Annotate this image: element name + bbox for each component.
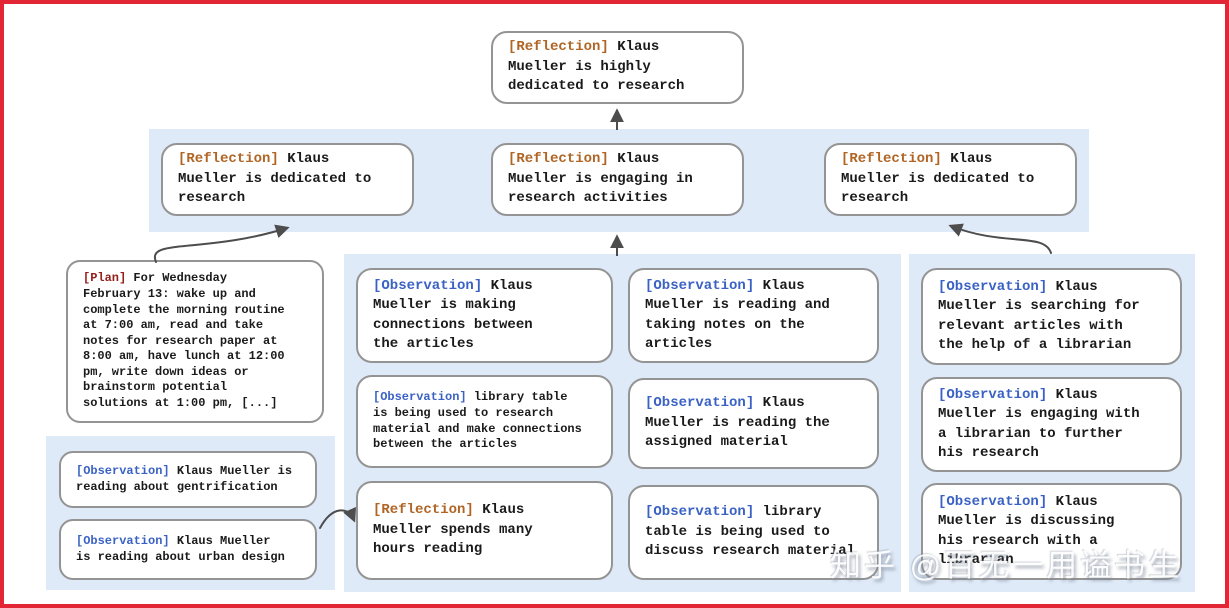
node-observation-urban-design: [Observation] Klaus Mueller is reading a… xyxy=(59,519,317,580)
node-text: Klaus Mueller is discussing his research… xyxy=(938,493,1115,569)
node-plan: [Plan] For Wednesday February 13: wake u… xyxy=(66,260,324,423)
node-text: Klaus Mueller is dedicated to research xyxy=(841,151,1035,207)
node-reflection-mid: [Reflection] Klaus Mueller is engaging i… xyxy=(491,143,744,216)
node-tag: [Observation] xyxy=(938,278,1048,295)
node-text: Klaus Mueller is searching for relevant … xyxy=(938,278,1140,354)
node-tag: [Observation] xyxy=(76,533,170,548)
node-reflection-left: [Reflection] Klaus Mueller is dedicated … xyxy=(161,143,414,216)
node-text: Klaus Mueller spends many hours reading xyxy=(373,502,533,558)
node-tag: [Observation] xyxy=(645,395,755,412)
node-observation-library-research: [Observation] library table is being use… xyxy=(356,375,613,468)
node-text: Klaus Mueller is engaging with a librari… xyxy=(938,386,1140,462)
node-tag: [Observation] xyxy=(76,463,170,478)
arrow-plan-to-refleft xyxy=(153,224,290,263)
node-reflection-hours-reading: [Reflection] Klaus Mueller spends many h… xyxy=(356,481,613,580)
node-observation-discussing-librarian: [Observation] Klaus Mueller is discussin… xyxy=(921,483,1182,580)
node-text: For Wednesday February 13: wake up and c… xyxy=(83,271,285,411)
node-reflection-right: [Reflection] Klaus Mueller is dedicated … xyxy=(824,143,1077,216)
node-tag: [Observation] xyxy=(373,277,483,294)
node-tag: [Observation] xyxy=(938,493,1048,510)
node-text: Klaus Mueller is reading and taking note… xyxy=(645,277,830,353)
node-tag: [Observation] xyxy=(645,277,755,294)
node-tag: [Observation] xyxy=(373,390,467,405)
node-text: Klaus Mueller is reading the assigned ma… xyxy=(645,395,830,451)
node-tag: [Reflection] xyxy=(178,151,279,168)
node-text: Klaus Mueller is engaging in research ac… xyxy=(508,151,693,207)
node-tag: [Plan] xyxy=(83,271,127,286)
node-observation-taking-notes: [Observation] Klaus Mueller is reading a… xyxy=(628,268,879,363)
node-observation-gentrification: [Observation] Klaus Mueller is reading a… xyxy=(59,451,317,508)
node-text: Klaus Mueller is dedicated to research xyxy=(178,151,372,207)
node-tag: [Reflection] xyxy=(508,151,609,168)
node-tag: [Reflection] xyxy=(508,39,609,56)
node-observation-searching-articles: [Observation] Klaus Mueller is searching… xyxy=(921,268,1182,365)
node-text: library table is being used to discuss r… xyxy=(645,504,856,560)
node-text: library table is being used to research … xyxy=(373,390,582,452)
node-tag: [Reflection] xyxy=(841,151,942,168)
node-observation-library-discuss: [Observation] library table is being use… xyxy=(628,485,879,580)
node-tag: [Observation] xyxy=(938,386,1048,403)
node-text: Klaus Mueller is reading about urban des… xyxy=(76,533,285,564)
node-text: Klaus Mueller is highly dedicated to res… xyxy=(508,39,685,95)
node-observation-connections: [Observation] Klaus Mueller is making co… xyxy=(356,268,613,363)
watermark-zhihu: 知乎 @百无一用谥书生 xyxy=(830,548,1183,583)
node-tag: [Reflection] xyxy=(373,502,474,519)
node-text: Klaus Mueller is making connections betw… xyxy=(373,277,533,353)
node-observation-engaging-librarian: [Observation] Klaus Mueller is engaging … xyxy=(921,377,1182,472)
node-tag: [Observation] xyxy=(645,504,755,521)
node-reflection-root: [Reflection] Klaus Mueller is highly ded… xyxy=(491,31,744,104)
node-observation-assigned-material: [Observation] Klaus Mueller is reading t… xyxy=(628,378,879,469)
node-text: Klaus Mueller is reading about gentrific… xyxy=(76,463,293,494)
